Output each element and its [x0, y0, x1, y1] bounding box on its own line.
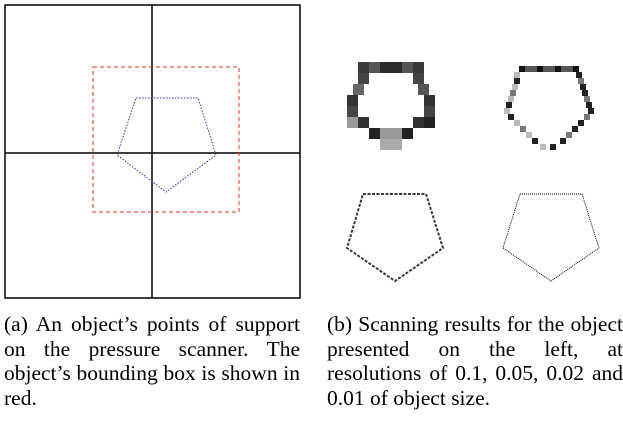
scan-pixel: [560, 138, 566, 144]
scan-pixel: [520, 126, 526, 132]
scan-pixel: [550, 144, 556, 150]
scan-pixel: [514, 120, 520, 126]
scan-pixel: [402, 62, 413, 73]
scan-pixel: [526, 132, 532, 138]
pressure-scanner-diagram: [4, 4, 301, 299]
scan-pixel: [540, 144, 546, 150]
scan-pixel: [514, 78, 520, 84]
scan-resolution-0.02: [345, 193, 445, 283]
scan-resolution-0.1: [347, 62, 435, 150]
scan-pixel: [566, 132, 572, 138]
scan-pixel: [413, 117, 424, 128]
scan-pixel: [572, 126, 578, 132]
scan-pixel: [402, 128, 413, 139]
scan-pixel: [347, 106, 358, 117]
scan-pixel: [576, 72, 582, 78]
scan-pixel: [588, 108, 594, 114]
scan-pixel: [380, 139, 391, 150]
scan-pixel: [424, 106, 435, 117]
scan-pixel: [391, 62, 402, 73]
scan-pixel: [582, 90, 588, 96]
scan-pixel: [532, 138, 538, 144]
scan-pixel: [537, 66, 543, 72]
scan-pixel: [514, 72, 520, 78]
scan-pixel: [555, 66, 561, 72]
scanning-results-grid: [345, 62, 600, 283]
scan-pixel: [380, 62, 391, 73]
scan-pixel: [347, 95, 358, 106]
scan-pixel: [358, 62, 369, 73]
scan-pixel: [369, 128, 380, 139]
scan-pixel: [508, 96, 514, 102]
scan-pixel: [358, 117, 369, 128]
scan-pixel: [543, 66, 549, 72]
caption-a: (a) An object’s points of support on the…: [4, 312, 300, 410]
scan-pixel: [380, 128, 391, 139]
scan-pixel: [584, 114, 590, 120]
scan-pixel: [358, 73, 369, 84]
scan-pixel: [413, 73, 424, 84]
scan-pixel: [353, 84, 364, 95]
scan-pixel: [578, 78, 584, 84]
scan-pixel: [573, 66, 579, 72]
scan-pixel: [424, 95, 435, 106]
scan-pixel: [510, 90, 516, 96]
scan-pixel: [567, 66, 573, 72]
bounding-box: [92, 66, 240, 213]
scan-resolution-0.05: [504, 66, 594, 150]
scan-pixel: [418, 84, 429, 95]
scan-pixel: [347, 117, 358, 128]
scan-pixel: [584, 96, 590, 102]
object-outline: [116, 97, 217, 193]
scan-pixel: [578, 120, 584, 126]
scan-pixel: [413, 62, 424, 73]
scan-pixel: [424, 117, 435, 128]
caption-b: (b) Scanning results for the object pres…: [327, 312, 623, 410]
scan-pixel: [519, 66, 525, 72]
scan-pixel: [504, 108, 510, 114]
scan-pixel: [525, 66, 531, 72]
scan-pixel: [549, 66, 555, 72]
scan-pixel: [580, 84, 586, 90]
scan-pixel: [561, 66, 567, 72]
scan-pixel: [586, 102, 592, 108]
scan-pixel: [369, 62, 380, 73]
scan-pixel: [531, 66, 537, 72]
scan-pixel: [391, 139, 402, 150]
scan-pixel: [508, 114, 514, 120]
scan-resolution-0.01: [502, 193, 600, 282]
scan-pixel: [512, 84, 518, 90]
scan-pixel: [506, 102, 512, 108]
scan-pixel: [391, 128, 402, 139]
